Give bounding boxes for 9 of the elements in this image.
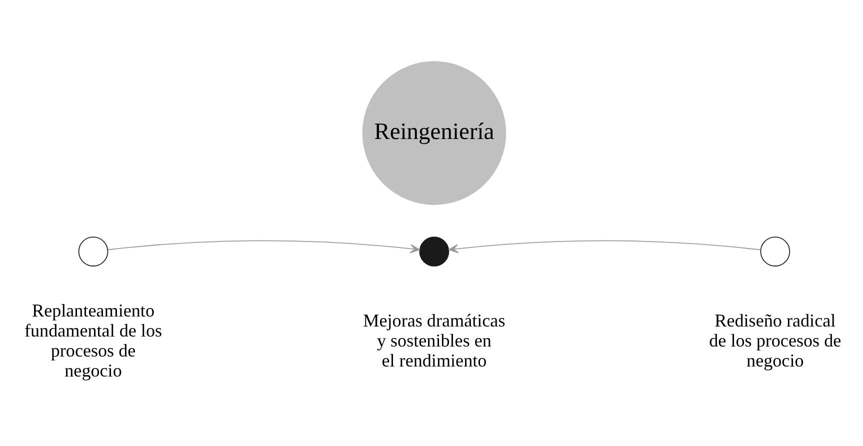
node-label: Rediseño radical de los procesos de negocio	[709, 310, 842, 370]
node-circle	[760, 236, 790, 266]
arrow	[448, 240, 761, 253]
node-circle	[78, 236, 108, 266]
node-label: Mejoras dramáticas y sostenibles en el rendimiento	[363, 310, 506, 370]
node-circle: Reingeniería	[362, 60, 506, 204]
arrow	[107, 240, 420, 253]
node-label: Replanteamiento fundamental de los procesos de negocio	[24, 300, 162, 380]
node-circle	[419, 236, 450, 266]
